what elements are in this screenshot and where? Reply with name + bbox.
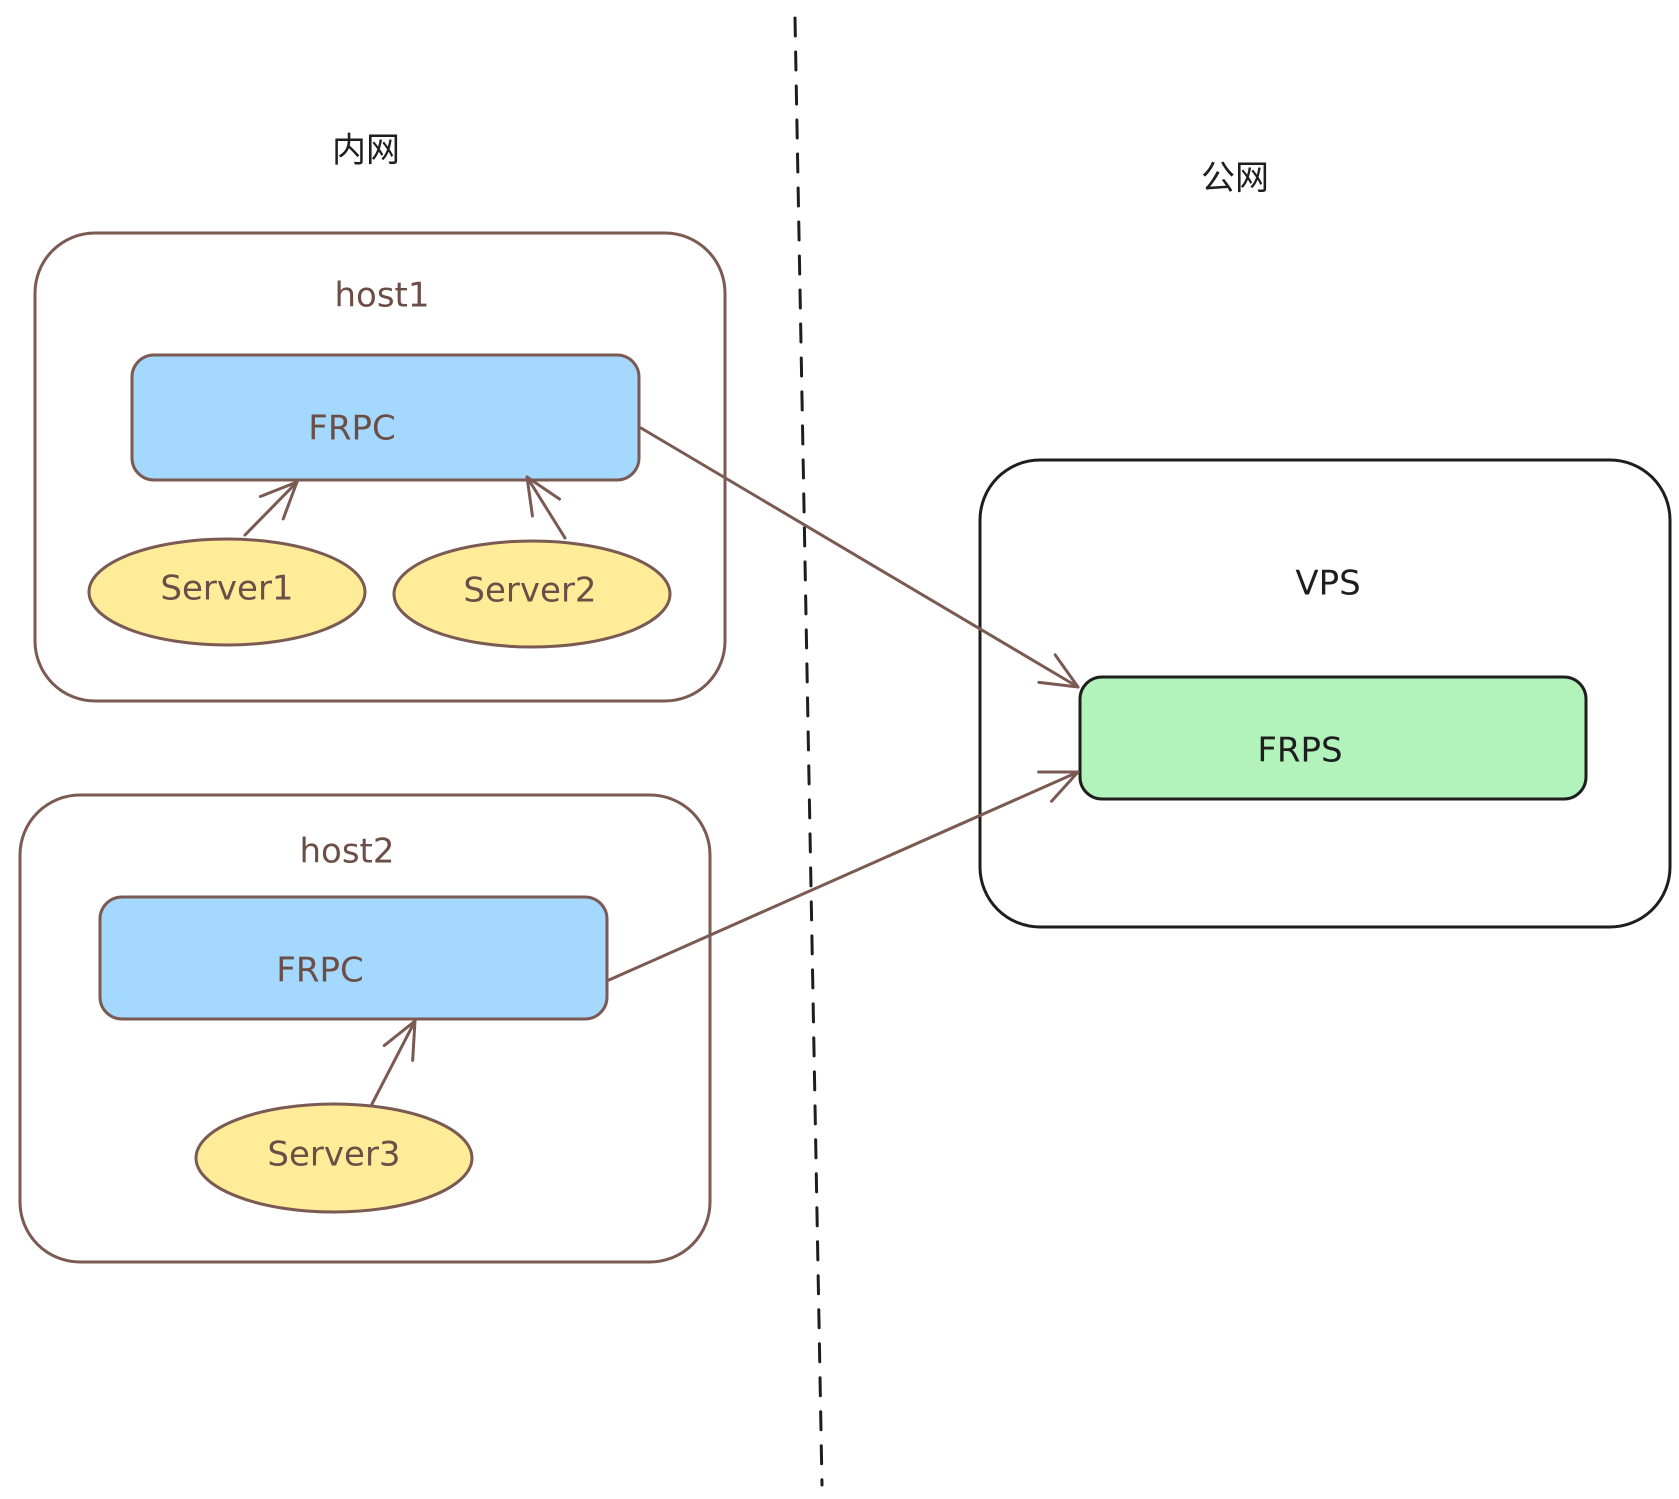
host2-title: host2 xyxy=(299,832,394,872)
frps-box: FRPS xyxy=(1078,675,1588,801)
server1-label: Server1 xyxy=(160,569,293,609)
server3-node: Server3 xyxy=(194,1102,474,1214)
private-network-label: 内网 xyxy=(332,131,400,171)
arrow-server2-to-host1-frpc xyxy=(525,475,567,540)
host2-frpc-label: FRPC xyxy=(276,951,363,991)
host1-title: host1 xyxy=(334,276,429,316)
arrow-server1-to-host1-frpc xyxy=(243,480,299,537)
arrow-server3-to-host2-frpc xyxy=(370,1019,417,1106)
zone-divider-line xyxy=(793,16,824,1487)
public-network-label: 公网 xyxy=(1201,159,1269,199)
arrow-host1-frpc-to-frps xyxy=(639,426,1080,689)
host1-frpc-label: FRPC xyxy=(308,409,395,449)
vps-title: VPS xyxy=(1295,564,1360,604)
host1-frpc-box: FRPC xyxy=(130,353,641,482)
server1-node: Server1 xyxy=(87,537,367,647)
server2-label: Server2 xyxy=(463,571,596,611)
vps-container: VPS FRPS xyxy=(978,458,1672,929)
server2-node: Server2 xyxy=(392,539,672,649)
host2-container: host2 FRPC Server3 xyxy=(18,793,712,1264)
host1-container: host1 FRPC Server1 Server2 xyxy=(33,231,727,703)
host2-frpc-box: FRPC xyxy=(98,895,609,1021)
arrow-host2-frpc-to-frps xyxy=(607,770,1080,982)
server3-label: Server3 xyxy=(267,1135,400,1175)
frps-label: FRPS xyxy=(1257,731,1342,771)
